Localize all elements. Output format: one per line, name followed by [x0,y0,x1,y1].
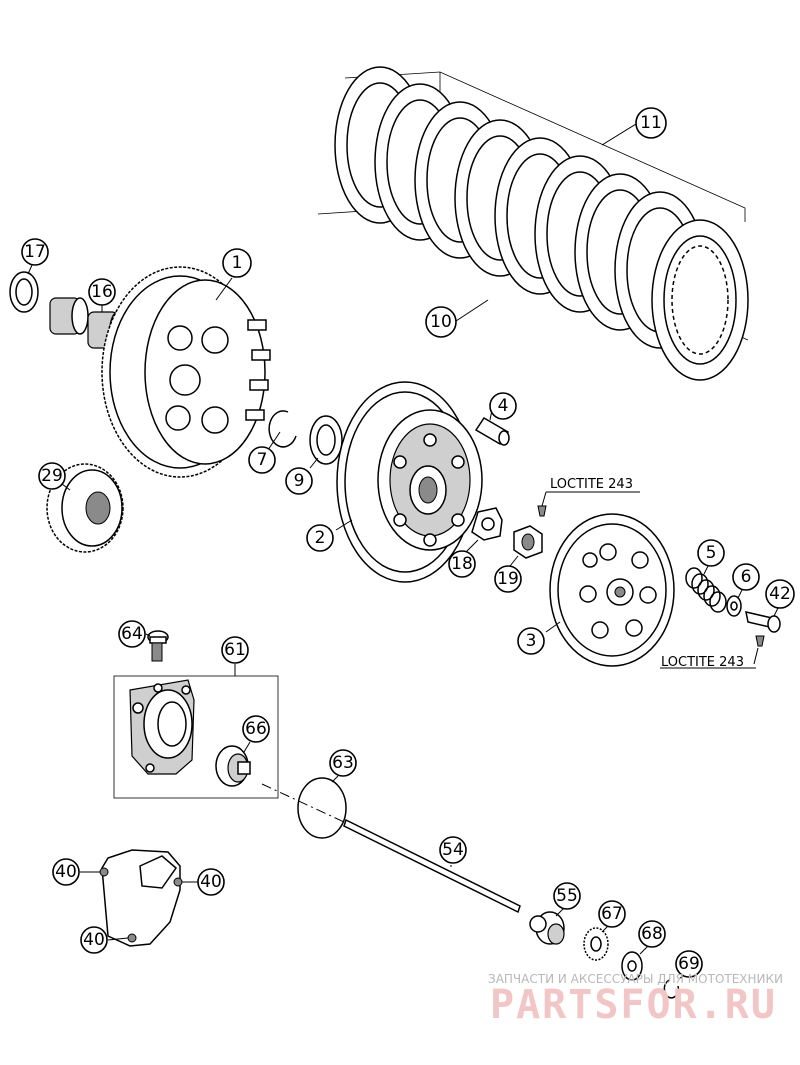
callout-40-bottom: 40 [80,926,108,954]
callout-5: 5 [697,539,725,567]
piston-66 [215,741,251,787]
pressure-plate [545,513,675,667]
lock-washer-18 [465,507,503,553]
svg-text:5: 5 [706,543,717,563]
circlip-7 [267,410,297,451]
screw-42 [745,607,781,633]
loctite-note-top: LOCTITE 243 [537,477,640,517]
svg-text:11: 11 [640,113,662,133]
bolt-64 [145,630,169,662]
clutch-spring-5 [685,565,727,613]
svg-text:69: 69 [678,954,700,974]
callout-40-left: 40 [52,858,80,886]
pin-4 [474,409,510,446]
axial-bearing-67 [583,925,609,961]
svg-text:19: 19 [497,569,519,589]
gear-29 [46,463,124,553]
callout-16: 16 [88,278,116,306]
callout-7: 7 [248,446,276,474]
svg-text:16: 16 [91,282,113,302]
loctite-note-bottom: LOCTITE 243 [660,635,765,670]
svg-text:10: 10 [430,312,452,332]
svg-text:40: 40 [55,862,77,882]
svg-text:63: 63 [332,753,354,773]
thrust-washer-17 [9,264,39,313]
watermark-subtitle: ЗАПЧАСТИ И АКСЕССУАРЫ ДЛЯ МОТОТЕХНИКИ [488,972,783,986]
svg-text:66: 66 [245,719,267,739]
svg-text:40: 40 [200,872,222,892]
callout-66: 66 [242,715,270,743]
callout-9: 9 [285,467,313,495]
loctite-note-bottom-text: LOCTITE 243 [661,655,744,670]
callout-67: 67 [598,900,626,928]
callout-55: 55 [553,882,581,910]
callout-64: 64 [118,620,146,648]
svg-text:17: 17 [24,242,46,262]
washer-68 [621,945,649,981]
callout-40-right: 40 [197,868,225,896]
svg-text:61: 61 [224,640,246,660]
callout-11: 11 [635,107,667,139]
svg-text:64: 64 [121,624,143,644]
svg-text:68: 68 [641,924,663,944]
callout-61: 61 [221,636,249,664]
callout-69: 69 [675,950,703,978]
callout-4: 4 [489,392,517,420]
callout-63: 63 [329,749,357,777]
nut-19 [509,525,543,567]
callout-10: 10 [425,306,457,338]
outer-clutch-basket [101,266,271,478]
callout-1: 1 [222,248,252,278]
svg-text:3: 3 [526,631,537,651]
svg-text:4: 4 [498,396,509,416]
watermark: ЗАПЧАСТИ И АКСЕССУАРЫ ДЛЯ МОТОТЕХНИКИ PA… [488,972,783,1028]
callout-2: 2 [306,524,334,552]
callout-17: 17 [21,238,49,266]
svg-text:55: 55 [556,886,578,906]
loctite-note-top-text: LOCTITE 243 [550,477,633,492]
o-ring-63 [297,775,347,839]
svg-text:42: 42 [769,584,791,604]
slave-cylinder-assembly [113,664,279,799]
svg-text:1: 1 [232,253,243,273]
svg-text:67: 67 [601,904,623,924]
svg-text:40: 40 [83,930,105,950]
svg-text:54: 54 [442,840,464,860]
callout-3: 3 [517,627,545,655]
svg-text:29: 29 [41,466,63,486]
spring-washer-6 [726,589,743,617]
callout-68: 68 [638,920,666,948]
washer-9 [309,415,343,469]
svg-text:7: 7 [257,450,268,470]
cover-plate-40 [80,849,198,947]
clutch-disc-stack [317,66,749,381]
svg-text:2: 2 [315,528,326,548]
callout-18: 18 [448,550,476,578]
watermark-brand: PARTSFOR.RU [490,982,777,1028]
svg-text:6: 6 [741,567,752,587]
pressure-piece-55 [529,907,565,945]
callout-42: 42 [765,579,795,609]
callout-29: 29 [38,462,66,490]
callout-19: 19 [494,565,522,593]
callout-54: 54 [439,836,467,864]
inner-clutch-hub [335,381,483,583]
svg-text:9: 9 [294,471,305,491]
callout-6: 6 [732,563,760,591]
svg-text:18: 18 [451,554,473,574]
push-rod-54 [261,783,521,914]
